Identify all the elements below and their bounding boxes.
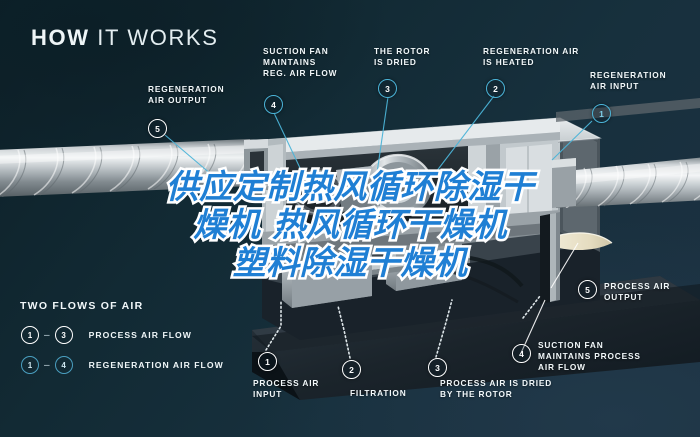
legend-badge-from: 1 — [21, 356, 39, 374]
callout-label-suction-fan-process: SUCTION FAN MAINTAINS PROCESS AIR FLOW — [538, 340, 641, 373]
overlay-line-3-outline: 塑料除湿干燥机 — [230, 241, 469, 284]
overlay-line-3-fill: 塑料除湿干燥机 — [232, 243, 468, 282]
overlay-line-1-outline: 供应定制热风循环除湿干 — [163, 165, 536, 208]
badge-4-suction-fan-process[interactable]: 4 — [512, 344, 531, 363]
badge-5-regeneration-air-output[interactable]: 5 — [148, 119, 167, 138]
legend-row-regeneration-air-flow: 1 – 4 REGENERATION AIR FLOW — [21, 356, 224, 374]
overlay-line-2-outline: 燥机 热风循环干燥机 — [191, 203, 509, 246]
overlay-line-1: 供应定制热风循环除湿干 供应定制热风循环除湿干 — [0, 165, 700, 208]
legend-title: TWO FLOWS OF AIR — [20, 300, 144, 312]
callout-label-process-air-output: PROCESS AIR OUTPUT — [604, 281, 671, 303]
legend-row-process-air-flow: 1 – 3 PROCESS AIR FLOW — [21, 326, 192, 344]
chinese-promo-overlay: 供应定制热风循环除湿干 供应定制热风循环除湿干 燥机 热风循环干燥机 燥机 热风… — [0, 165, 700, 284]
callout-label-suction-fan-reg: SUCTION FAN MAINTAINS REG. AIR FLOW — [263, 46, 338, 79]
callout-label-process-air-input: PROCESS AIR INPUT — [253, 378, 320, 400]
callout-label-regeneration-air-input: REGENERATION AIR INPUT — [590, 70, 667, 92]
badge-1-regeneration-air-input[interactable]: 1 — [592, 104, 611, 123]
legend-dash: – — [44, 329, 50, 341]
title-light: IT WORKS — [97, 25, 219, 50]
badge-5-process-air-output[interactable]: 5 — [578, 280, 597, 299]
badge-1-process-air-input[interactable]: 1 — [258, 352, 277, 371]
badge-4-suction-fan-reg[interactable]: 4 — [264, 95, 283, 114]
legend-label: REGENERATION AIR FLOW — [88, 360, 224, 370]
title-bold: HOW — [31, 25, 90, 50]
badge-2-regeneration-air-heated[interactable]: 2 — [486, 79, 505, 98]
badge-3-rotor-is-dried[interactable]: 3 — [378, 79, 397, 98]
legend-badge-from: 1 — [21, 326, 39, 344]
legend-label: PROCESS AIR FLOW — [88, 330, 192, 340]
callout-label-regeneration-air-heated: REGENERATION AIR IS HEATED — [483, 46, 580, 68]
legend-dash: – — [44, 359, 50, 371]
overlay-line-2-fill: 燥机 热风循环干燥机 — [193, 205, 507, 244]
callout-label-rotor-is-dried: THE ROTOR IS DRIED — [374, 46, 431, 68]
page-title: HOW IT WORKS — [31, 25, 218, 51]
legend-badge-to: 3 — [54, 326, 73, 344]
overlay-line-3: 塑料除湿干燥机 塑料除湿干燥机 — [0, 241, 700, 284]
badge-3-process-air-dried[interactable]: 3 — [428, 358, 447, 377]
callout-label-process-air-dried: PROCESS AIR IS DRIED BY THE ROTOR — [440, 378, 553, 400]
callout-label-filtration: FILTRATION — [350, 388, 407, 398]
callout-label-regeneration-air-output: REGENERATION AIR OUTPUT — [148, 84, 225, 106]
badge-2-filtration[interactable]: 2 — [342, 360, 361, 379]
legend-badge-to: 4 — [54, 356, 73, 374]
overlay-line-1-fill: 供应定制热风循环除湿干 — [165, 167, 535, 206]
overlay-line-2: 燥机 热风循环干燥机 燥机 热风循环干燥机 — [0, 203, 700, 246]
